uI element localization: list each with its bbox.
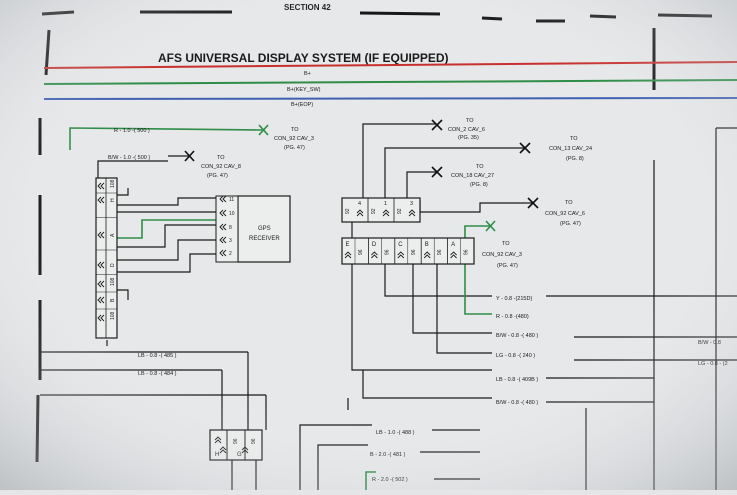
- to-page: (PG. 47): [497, 263, 518, 269]
- wire-far-right-lg: LG - 0.8 - (2: [698, 361, 728, 367]
- wire-r-480: R - 0.8 -(480): [496, 314, 529, 320]
- bottom-pin-label: 96: [233, 438, 239, 444]
- bottom-pin-number: 96: [358, 249, 364, 255]
- wire-bw-480-2: B/W - 0.8 -( 480 ): [496, 400, 538, 406]
- connector-pin-label: D: [110, 263, 116, 267]
- to-label: TO: [565, 200, 573, 206]
- wire-lb-485: LB - 0.8 -( 485 ): [138, 353, 177, 359]
- wire-lb-409b: LB - 0.8 -( 409B ): [496, 377, 538, 383]
- bus-key-label: B+(KEY_SW): [287, 87, 321, 93]
- diagram-title: AFS UNIVERSAL DISPLAY SYSTEM (IF EQUIPPE…: [158, 51, 449, 65]
- wire-r-502: R - 2.0 -( 502 ): [372, 477, 408, 483]
- wire-far-right-bw: B/W - 0.8: [698, 340, 721, 346]
- bottom-pin-number: 96: [464, 249, 470, 255]
- to-con92-cav6: CON_92 CAV_6: [545, 211, 585, 217]
- right-top-connector: 92 4 92 1 92 3: [341, 197, 421, 223]
- connector-pin-label: 108: [110, 277, 116, 286]
- wire-bw-480: B/W - 0.8 -( 480 ): [496, 333, 538, 339]
- connector-pin-label: 108: [110, 311, 116, 320]
- gps-pin-label: 8: [229, 225, 232, 231]
- to-con13-cav24: CON_13 CAV_24: [549, 146, 592, 152]
- to-page: (PG. 8): [566, 156, 584, 162]
- top-pin-number: 92: [345, 208, 351, 214]
- to-page: (PG. 47): [207, 173, 228, 179]
- to-page: (PG. 47): [284, 145, 305, 151]
- top-pin-letter: 3: [410, 201, 413, 207]
- bottom-pin-label: 96: [251, 438, 257, 444]
- bus-eop-label: B+(EOP): [291, 102, 313, 108]
- connector-pin-label: 108: [110, 179, 116, 188]
- to-con2-cav6: CON_2 CAV_6: [448, 127, 485, 133]
- top-pin-number: 92: [371, 208, 377, 214]
- bottom-pin-number: 96: [411, 249, 417, 255]
- bottom-pin-letter: E: [346, 242, 350, 248]
- to-label: TO: [570, 136, 578, 142]
- bottom-pin-letter: D: [372, 242, 377, 248]
- to-label: TO: [502, 241, 510, 247]
- bottom-pin-number: 96: [437, 249, 443, 255]
- gps-title: GPS: [258, 226, 271, 232]
- bottom-pin-number: 96: [384, 249, 390, 255]
- connector-pin-label: H: [110, 198, 116, 202]
- right-bottom-connector: E 96 D 96 C 96 B 96 A 96: [341, 237, 475, 265]
- wire-b-481: B - 2.0 -( 481 ): [370, 452, 406, 458]
- bottom-left-connector: 96 96H G: [209, 429, 263, 461]
- bottom-pin-letter: H: [215, 452, 219, 458]
- gps-pin-label: 11: [229, 197, 234, 203]
- to-label: TO: [466, 118, 474, 124]
- bus-eop-line: [43, 97, 737, 100]
- to-con92-cav3: CON_92 CAV_3: [482, 252, 522, 258]
- to-label: TO: [476, 164, 484, 170]
- gps-pin-label: 2: [229, 251, 232, 257]
- to-con92-cav3: CON_92 CAV_3: [274, 136, 314, 142]
- wire-lb-484: LB - 0.8 -( 484 ): [138, 371, 177, 377]
- gps-receiver: GPS RECEIVER 11 10 8 3 2: [215, 195, 291, 263]
- bottom-pin-letter: G: [237, 452, 242, 458]
- to-page: (PG. 35): [458, 135, 479, 141]
- gps-pin-label: 10: [229, 211, 235, 217]
- wire-lg-240: LG - 0.8 -( 240 ): [496, 353, 535, 359]
- to-con92-cav8: CON_92 CAV_8: [201, 164, 241, 170]
- section-label: SECTION 42: [284, 3, 331, 12]
- wire-lb-488: LB - 1.0 -( 488 ): [376, 430, 415, 436]
- to-label: TO: [217, 155, 225, 161]
- wire-bw-500: B/W - 1.0 -( 500 ): [108, 155, 150, 161]
- top-pin-letter: 4: [358, 201, 361, 207]
- top-pin-letter: 1: [384, 201, 387, 207]
- bottom-pin-letter: A: [451, 242, 455, 248]
- to-page: (PG. 47): [560, 221, 581, 227]
- wire-y-215d: Y - 0.8 -(215D): [496, 296, 532, 302]
- top-pin-number: 92: [397, 208, 403, 214]
- gps-subtitle: RECEIVER: [249, 236, 280, 242]
- to-con18-cav27: CON_18 CAV_27: [451, 173, 494, 179]
- bottom-pin-letter: B: [425, 242, 429, 248]
- wire-r-500: R - 1.0 -( 500 ): [114, 128, 150, 134]
- bus-b-plus-label: B+: [304, 71, 311, 77]
- gps-pin-label: 3: [229, 238, 232, 244]
- bottom-pin-letter: C: [398, 242, 403, 248]
- to-label: TO: [291, 127, 299, 133]
- to-page: (PG. 8): [470, 182, 488, 188]
